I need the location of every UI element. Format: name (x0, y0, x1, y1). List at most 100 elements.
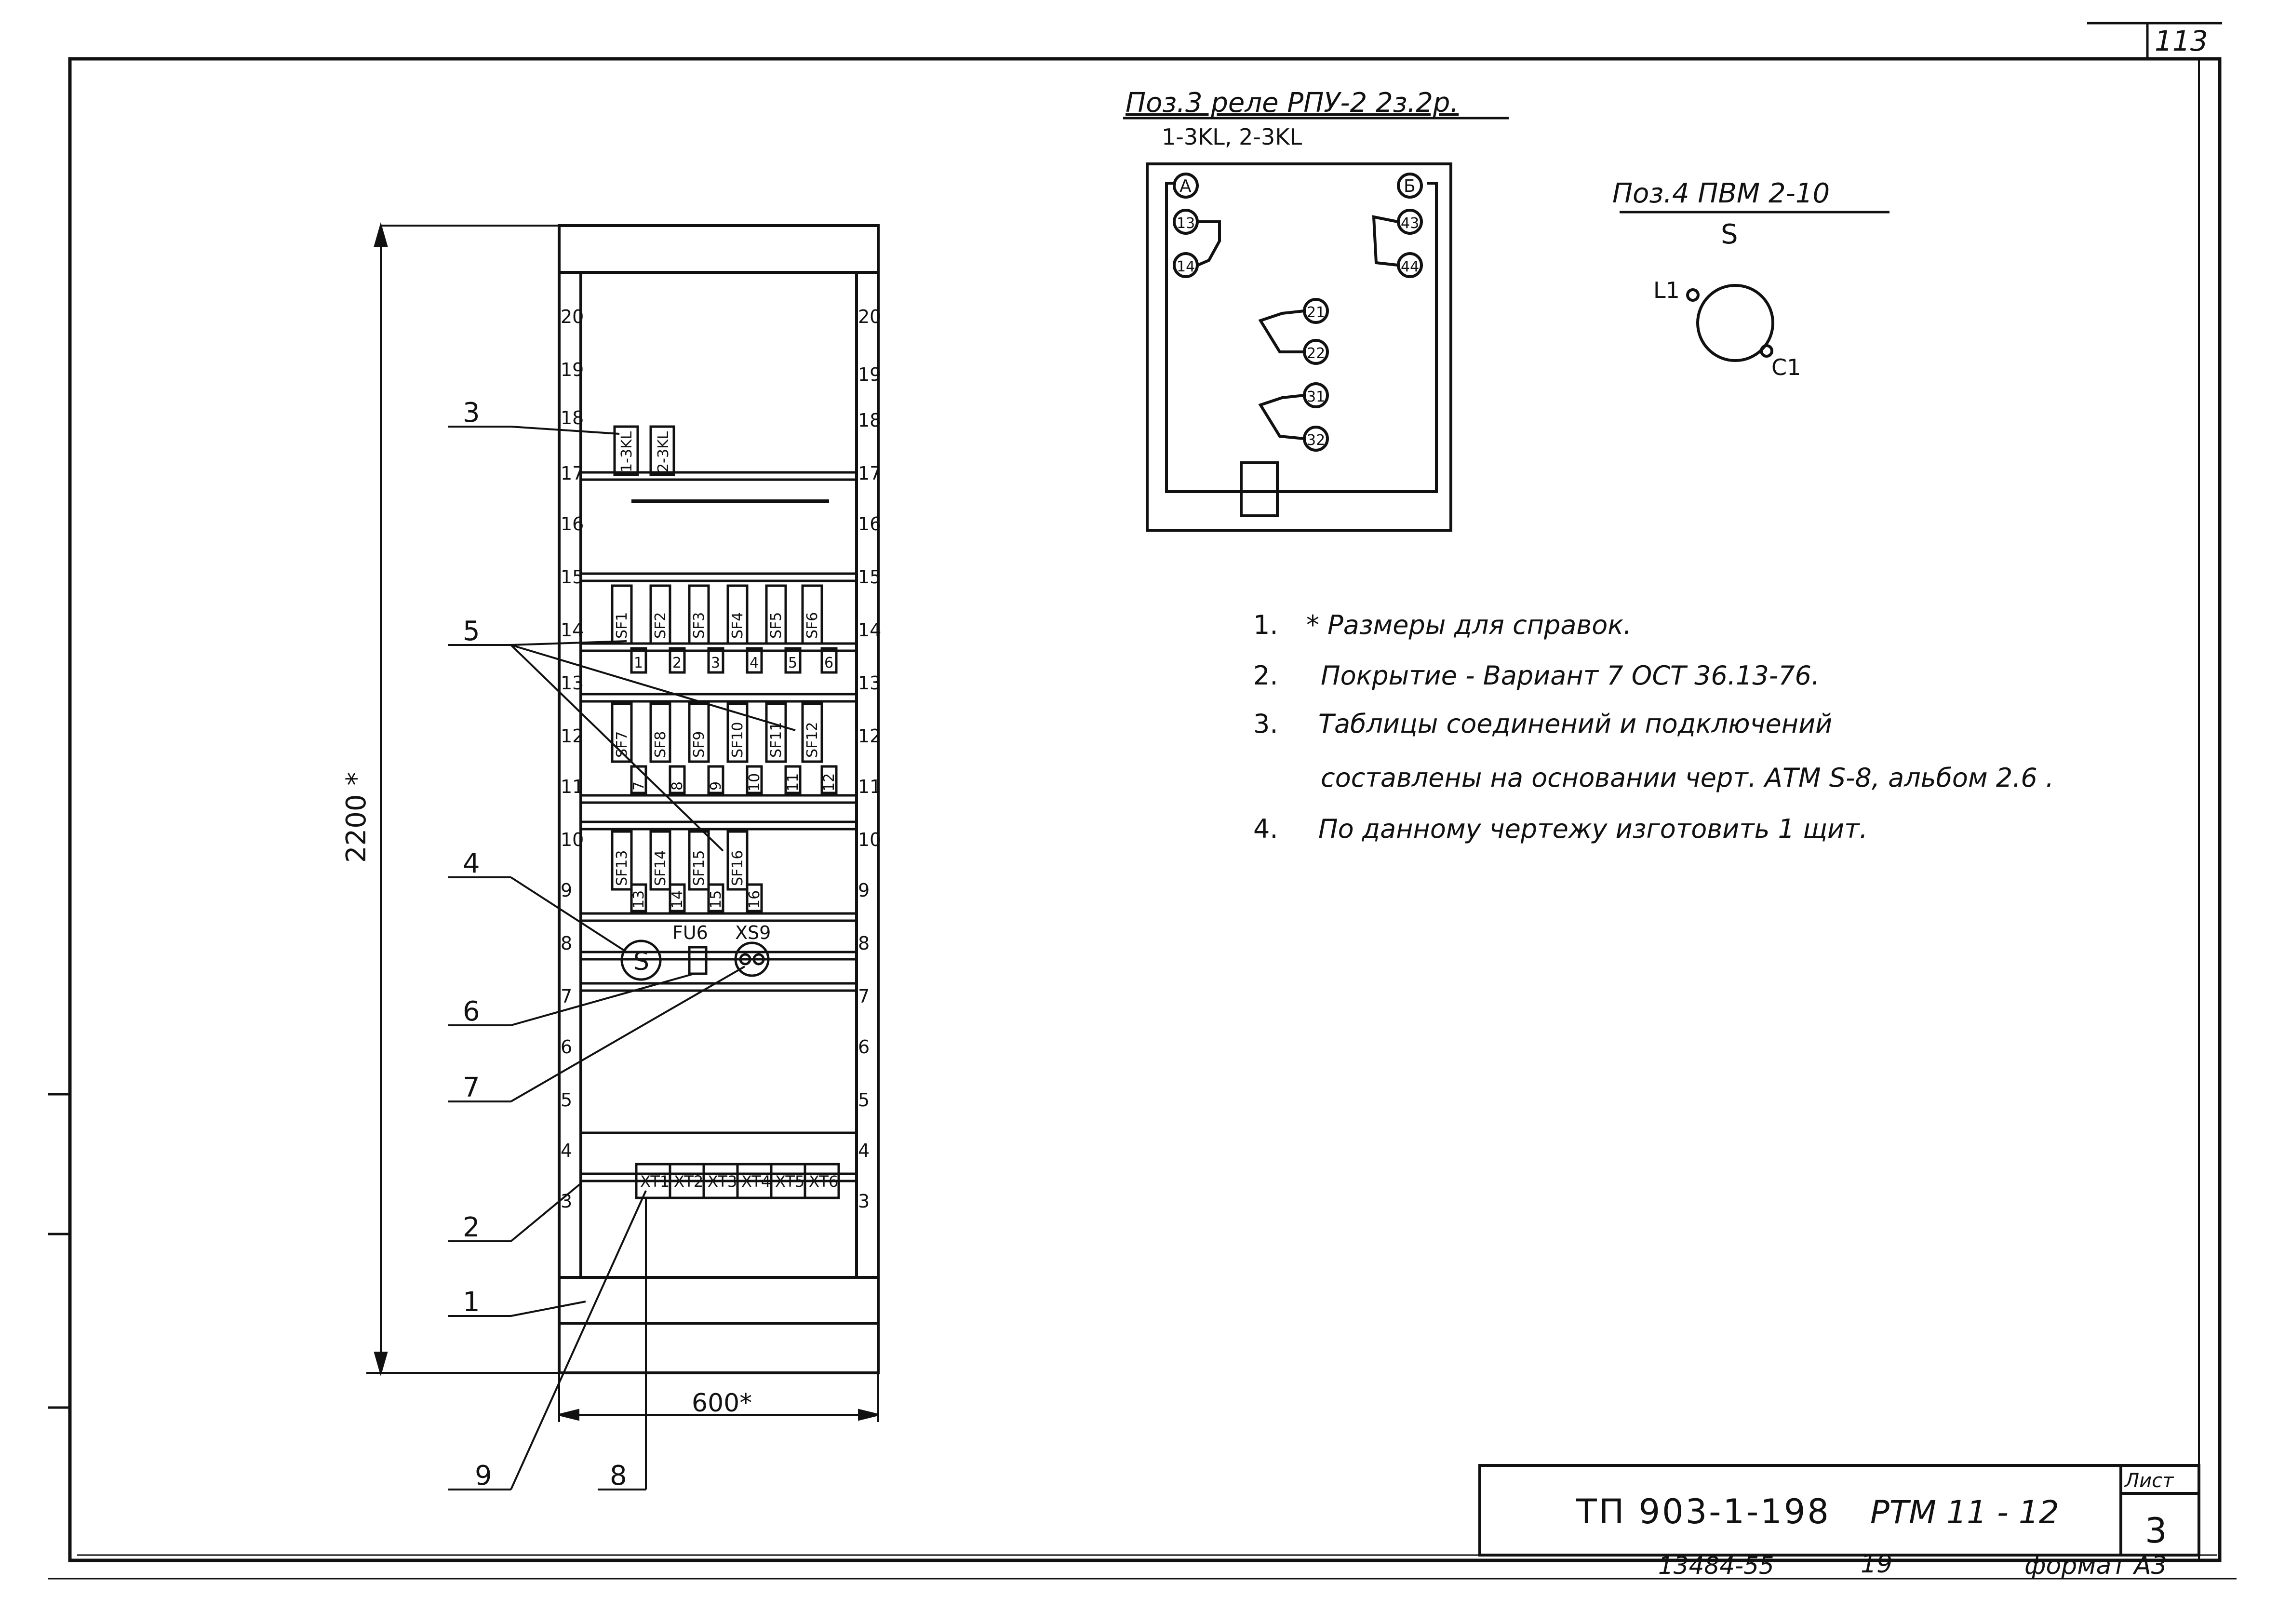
breaker-label: SF3 (691, 612, 708, 639)
relay-contact: 44 (1401, 258, 1419, 275)
rail-number: 15 (561, 566, 584, 588)
rail-number: 5 (561, 1089, 572, 1111)
note-text: Таблицы соединений и подключений (1318, 709, 1832, 739)
callout-number: 1 (463, 1287, 480, 1318)
rail-number: 15 (858, 566, 881, 588)
rail-numbers: 20 20 19 19 18 18 17 17 16 16 15 15 14 1… (561, 306, 881, 1212)
terminal-number: 4 (750, 655, 759, 671)
rail-number: 9 (858, 880, 870, 901)
callout-number: 2 (463, 1212, 480, 1243)
rail-number: 3 (561, 1191, 572, 1212)
terminal-block-label: XT1 (640, 1172, 670, 1191)
relay-contact: 21 (1307, 304, 1325, 321)
breakers-row-3 (611, 830, 763, 913)
rail-number: 18 (858, 410, 881, 431)
terminal-number: 5 (788, 655, 797, 671)
switch-detail-symbol: S (1721, 219, 1738, 250)
terminal-number: 6 (824, 655, 833, 671)
breaker-label: SF1 (614, 612, 630, 639)
breaker-label: SF4 (729, 612, 746, 639)
terminal-number: 13 (630, 890, 647, 909)
relay-detail-title: Поз.3 реле РПУ-2 2з.2р. (1126, 87, 1459, 119)
switch-fuse-socket (620, 940, 770, 981)
terminal-block-labels: XT1 XT2 XT3 XT4 XT5 XT6 (640, 1172, 838, 1191)
terminal-block-label: XT4 (741, 1172, 771, 1191)
switch-detail-title: Поз.4 ПВМ 2-10 (1612, 178, 1830, 209)
terminal-number: 12 (821, 773, 838, 792)
terminal-number: 11 (785, 773, 802, 792)
breaker-label: SF15 (691, 850, 708, 886)
relay-label: 1-3KL (618, 431, 635, 472)
note-text: * Размеры для справок. (1306, 610, 1632, 640)
terminal-block-label: XT3 (708, 1172, 737, 1191)
terminal-block-strip (581, 1163, 857, 1199)
terminal-number: 3 (711, 655, 720, 671)
rail-number: 12 (561, 725, 584, 747)
rail-number: 11 (561, 776, 584, 797)
rail-number: 4 (561, 1140, 572, 1161)
rail-number: 7 (561, 986, 572, 1007)
callout-number: 8 (610, 1460, 627, 1491)
rail-number: 7 (858, 986, 870, 1007)
switch-detail-circle (1686, 284, 1774, 362)
rail-number: 14 (561, 619, 584, 641)
relay-detail-box (1146, 162, 1452, 532)
rail-number: 17 (858, 463, 881, 484)
rail-number: 8 (858, 933, 870, 954)
note-text: составлены на основании черт. АТМ S-8, а… (1321, 763, 2054, 793)
fuse-label: FU6 (672, 922, 708, 943)
socket-label: XS9 (735, 922, 771, 943)
terminal-number: 10 (746, 773, 763, 792)
terminal-number: 15 (708, 890, 724, 909)
relay-contact: 14 (1177, 258, 1195, 275)
rail-number: 20 (561, 306, 584, 327)
terminal-number: 16 (746, 890, 763, 909)
rail-number: 13 (561, 672, 584, 694)
rail-number: 10 (858, 829, 881, 850)
rail-number: 9 (561, 880, 572, 901)
note-text: Покрытие - Вариант 7 ОСТ 36.13-76. (1321, 660, 1820, 691)
breaker-label: SF16 (729, 850, 746, 886)
breaker-label: SF12 (804, 722, 821, 758)
breaker-labels-row-2: SF7 SF8 SF9 SF10 SF11 SF12 7 8 9 10 11 1… (614, 722, 838, 792)
breaker-label: SF9 (691, 731, 708, 758)
note-number: 4. (1253, 814, 1278, 844)
cabinet-switch-symbol: S (633, 947, 649, 976)
breaker-label: SF2 (652, 612, 669, 639)
title-block (1478, 1464, 2200, 1557)
rail-number: 8 (561, 933, 572, 954)
callout-numbers: 3 5 4 6 7 2 1 9 8 (463, 397, 627, 1491)
rail-number: 19 (561, 359, 584, 380)
rail-number: 3 (858, 1191, 870, 1212)
rail-number: 5 (858, 1089, 870, 1111)
terminal-number: 1 (634, 655, 643, 671)
callout-number: 4 (463, 848, 480, 879)
relay-contact: 31 (1307, 389, 1325, 405)
cabinet-rails (581, 471, 857, 1182)
rail-number: 20 (858, 306, 881, 327)
breaker-label: SF6 (804, 612, 821, 639)
rail-number: 16 (858, 513, 881, 535)
relay-detail-subtitle: 1-3KL, 2-3KL (1162, 124, 1302, 150)
relay-terminal-a: А (1179, 176, 1192, 196)
cabinet-outline (558, 224, 880, 1374)
breaker-label: SF13 (614, 850, 630, 886)
title-doc-code: ТП 903-1-198 (1576, 1492, 1831, 1531)
rail-number: 11 (858, 776, 881, 797)
breaker-label: SF10 (729, 722, 746, 758)
note-number: 2. (1253, 660, 1278, 691)
breaker-label: SF11 (768, 722, 785, 758)
rail-number: 6 (858, 1036, 870, 1058)
rail-number: 6 (561, 1036, 572, 1058)
callout-number: 7 (463, 1072, 480, 1103)
breakers-row-2 (611, 702, 838, 794)
relay-contact: 43 (1401, 215, 1419, 232)
sheet-copy-number: 19 (1861, 1550, 1892, 1579)
dimension-lines (366, 222, 879, 1422)
terminal-number: 7 (630, 781, 647, 791)
relay-modules (613, 425, 675, 476)
callout-number: 5 (463, 616, 480, 647)
rail-number: 14 (858, 619, 881, 641)
callout-number: 6 (463, 996, 480, 1027)
